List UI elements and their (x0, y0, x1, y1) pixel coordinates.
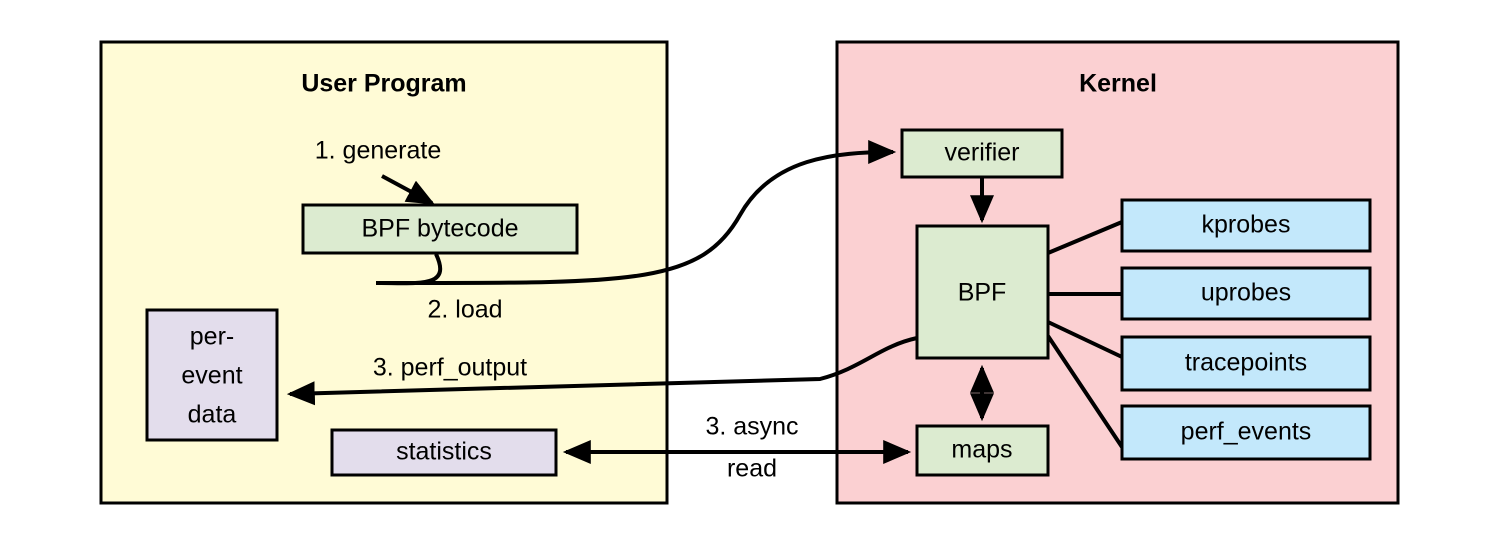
edge-bpf-perf-events (1046, 334, 1124, 449)
verifier-box[interactable] (900, 128, 1064, 179)
node-per-event-data[interactable]: per- event data (145, 308, 279, 442)
bpf-label: BPF (958, 279, 1007, 307)
tracepoints-box[interactable] (1120, 335, 1372, 392)
node-tracepoints[interactable]: tracepoints (1120, 335, 1372, 392)
kernel-title: Kernel (1079, 70, 1157, 98)
edge-generate (381, 174, 435, 205)
kprobes-box[interactable] (1120, 198, 1372, 253)
edge-bpf-tracepoints (1047, 320, 1123, 359)
perf-events-box[interactable] (1120, 404, 1372, 461)
per-event-data-label-line2: event (181, 362, 242, 390)
uprobes-box[interactable] (1120, 266, 1372, 321)
perf-events-label: perf_events (1181, 418, 1312, 446)
node-uprobes[interactable]: uprobes (1120, 266, 1372, 321)
edge-label-async: 3. async (705, 413, 798, 441)
bpf-box[interactable] (915, 224, 1050, 360)
node-statistics[interactable]: statistics (330, 428, 558, 477)
node-kprobes[interactable]: kprobes (1120, 198, 1372, 253)
maps-box[interactable] (915, 424, 1050, 477)
edge-label-read: read (727, 455, 777, 483)
per-event-data-box[interactable] (145, 308, 279, 442)
statistics-box[interactable] (330, 428, 558, 477)
maps-label: maps (951, 436, 1012, 464)
user-program-title: User Program (301, 70, 466, 98)
edge-perf-output (286, 336, 918, 406)
node-verifier[interactable]: verifier (900, 128, 1064, 179)
node-perf-events[interactable]: perf_events (1120, 404, 1372, 461)
edge-load-tail (375, 140, 897, 286)
tracepoints-label: tracepoints (1185, 349, 1307, 377)
bpf-bytecode-box[interactable] (301, 203, 579, 255)
kprobes-label: kprobes (1202, 211, 1291, 239)
node-maps[interactable]: maps (915, 424, 1050, 477)
edge-label-load: 2. load (427, 296, 502, 324)
edge-label-generate: 1. generate (315, 137, 442, 165)
bpf-bytecode-label: BPF bytecode (361, 215, 518, 243)
node-bpf-bytecode[interactable]: BPF bytecode (301, 203, 579, 255)
uprobes-label: uprobes (1201, 279, 1291, 307)
per-event-data-label-line3: data (188, 401, 237, 429)
per-event-data-label-line1: per- (190, 323, 234, 351)
verifier-label: verifier (944, 139, 1019, 167)
edge-label-perf-output: 3. perf_output (373, 354, 527, 382)
edge-bpf-kprobes (1047, 220, 1123, 255)
statistics-label: statistics (396, 438, 492, 466)
node-bpf[interactable]: BPF (915, 224, 1050, 360)
